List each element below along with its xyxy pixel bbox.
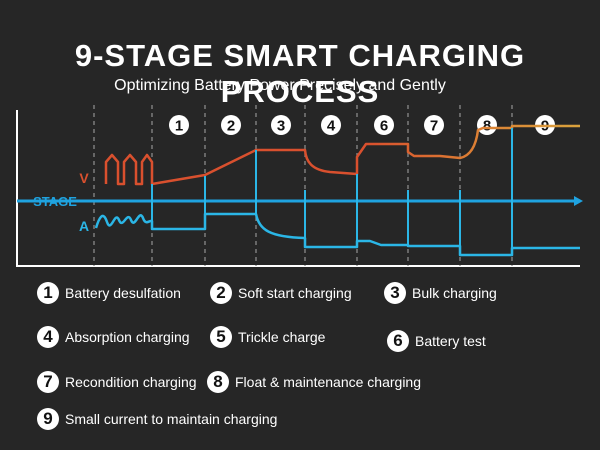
legend-number: 1	[37, 282, 59, 304]
legend-number: 8	[207, 371, 229, 393]
current-label: A	[79, 218, 89, 234]
legend-label: Recondition charging	[65, 374, 197, 390]
charging-stage-diagram: 1 2 3 4 6 7 8 9 V STAGE A	[16, 105, 583, 267]
legend-number: 4	[37, 326, 59, 348]
legend-item: 3 Bulk charging	[384, 282, 497, 304]
stage-badge: 7	[424, 115, 444, 135]
legend-item: 5 Trickle charge	[210, 326, 325, 348]
legend-number: 7	[37, 371, 59, 393]
legend-number: 3	[384, 282, 406, 304]
legend-label: Absorption charging	[65, 329, 190, 345]
stage-dividers	[93, 105, 513, 266]
svg-text:6: 6	[380, 118, 388, 135]
legend-label: Battery desulfation	[65, 285, 181, 301]
current-curve	[94, 212, 580, 257]
legend-item: 7 Recondition charging	[37, 371, 197, 393]
svg-text:4: 4	[327, 118, 336, 135]
legend-number: 2	[210, 282, 232, 304]
svg-text:8: 8	[483, 118, 491, 135]
page-subtitle: Optimizing Battery Power Precisely and G…	[114, 77, 446, 94]
voltage-label: V	[79, 170, 89, 186]
legend-label: Float & maintenance charging	[235, 374, 421, 390]
stage-badge: 8	[477, 115, 497, 135]
stage-badge: 2	[221, 115, 241, 135]
stage-legend: 1 Battery desulfation 2 Soft start charg…	[0, 278, 600, 450]
legend-number: 9	[37, 408, 59, 430]
svg-text:1: 1	[175, 118, 183, 135]
stage-badges: 1 2 3 4 6 7 8 9	[169, 115, 555, 135]
legend-label: Bulk charging	[412, 285, 497, 301]
legend-item: 6 Battery test	[387, 330, 486, 352]
legend-item: 8 Float & maintenance charging	[207, 371, 421, 393]
svg-text:7: 7	[430, 118, 438, 135]
legend-number: 5	[210, 326, 232, 348]
stage-badge: 6	[374, 115, 394, 135]
stage-label: STAGE	[33, 194, 77, 209]
page-title: 9-STAGE SMART CHARGING PROCESS	[74, 38, 526, 109]
legend-item: 1 Battery desulfation	[37, 282, 181, 304]
stage-line-ticks	[151, 128, 513, 255]
stage-badge: 4	[321, 115, 341, 135]
stage-badge: 3	[271, 115, 291, 135]
legend-label: Battery test	[415, 333, 486, 349]
legend-label: Soft start charging	[238, 285, 352, 301]
svg-text:3: 3	[277, 118, 285, 135]
legend-label: Small current to maintain charging	[65, 411, 278, 427]
svg-text:2: 2	[227, 118, 235, 135]
legend-item: 9 Small current to maintain charging	[37, 408, 277, 430]
voltage-curve	[104, 124, 580, 186]
stage-badge: 1	[169, 115, 189, 135]
legend-item: 4 Absorption charging	[37, 326, 190, 348]
legend-item: 2 Soft start charging	[210, 282, 352, 304]
legend-number: 6	[387, 330, 409, 352]
stage-arrow-head	[574, 196, 583, 206]
legend-label: Trickle charge	[238, 329, 326, 345]
